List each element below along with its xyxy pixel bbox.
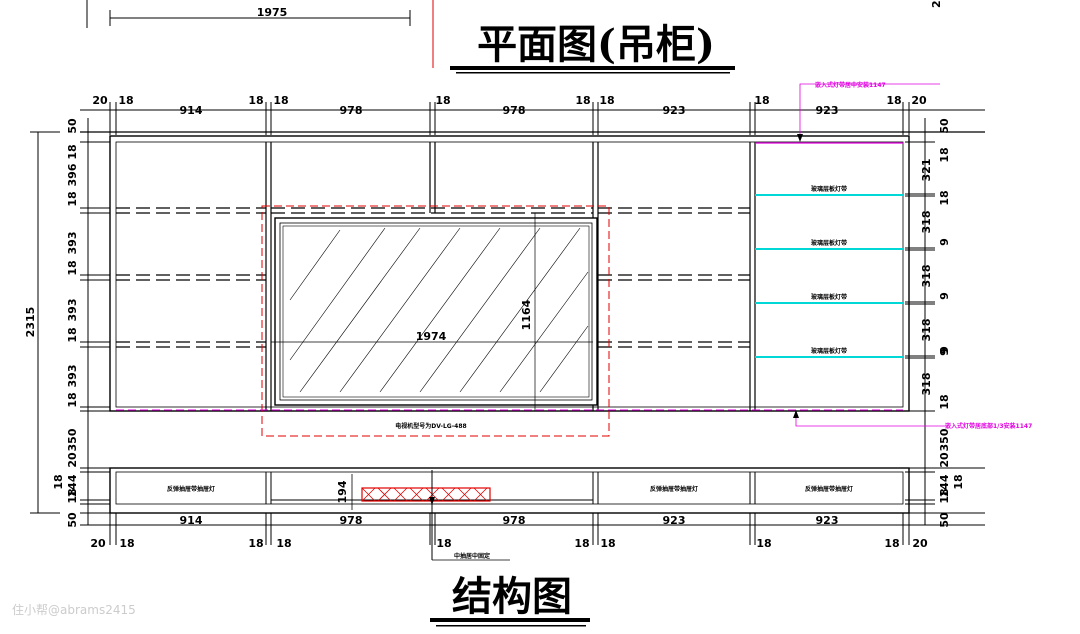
drawer-label-3: 反弹抽屉带抽屉灯 <box>805 485 853 493</box>
top-dim-5: 978 <box>340 104 363 117</box>
right-dim-5: 318 <box>920 211 933 234</box>
left-dim-2: 396 <box>66 163 79 186</box>
left-dim-7: 18 <box>66 327 79 342</box>
right-dim-18: 50 <box>938 512 951 528</box>
top-dim-0: 20 <box>92 94 108 107</box>
bottom-small-8: 18 <box>884 537 899 550</box>
top-dim-3: 18 <box>248 94 263 107</box>
right-dim-14: 20 <box>938 452 951 468</box>
left-dim-8: 393 <box>66 365 79 388</box>
bottom-small-5: 18 <box>574 537 589 550</box>
note-right-mid: 嵌入式灯带居底部1/3安装1147 <box>945 422 1032 430</box>
svg-text:20: 20 <box>930 0 943 8</box>
left-dim-1: 18 <box>66 144 79 159</box>
top-partial-dim: 1975 <box>257 6 288 19</box>
right-dim-13: 350 <box>938 428 951 451</box>
left-dim-4: 393 <box>66 232 79 255</box>
drawer-label-1: 反弹抽屉带抽屉灯 <box>167 485 215 493</box>
left-dim-12: 18 <box>52 474 65 489</box>
upper-cabinet <box>80 131 985 412</box>
bottom-height-dim: 194 <box>336 480 349 503</box>
bottom-dim-0: 914 <box>180 514 203 527</box>
right-dim-11: 318 <box>920 373 933 396</box>
right-dim-1: 18 <box>938 147 951 162</box>
right-dim-7: 318 <box>920 265 933 288</box>
shelf-label-1: 玻璃层板灯带 <box>811 185 847 193</box>
tv-label: 电视机型号为DV-LG-488 <box>395 422 466 430</box>
top-dim-6: 18 <box>435 94 450 107</box>
left-dim-6: 393 <box>66 299 79 322</box>
tv-screen <box>271 213 598 411</box>
left-dim-0: 50 <box>66 118 79 134</box>
left-dim-14: 18 <box>66 488 79 503</box>
note-top-right: 嵌入式灯带居中安装1147 <box>815 81 886 89</box>
top-dim-12: 923 <box>816 104 839 117</box>
top-dim-9: 18 <box>599 94 614 107</box>
right-dim-3: 18 <box>938 190 951 205</box>
right-dim-10: 9 <box>938 348 951 356</box>
left-dim-15: 50 <box>66 512 79 528</box>
right-dim-4: 9 <box>938 238 951 246</box>
top-dim-2: 914 <box>180 104 203 117</box>
top-dim-8: 18 <box>575 94 590 107</box>
top-dim-14: 20 <box>911 94 927 107</box>
right-dim-15: 18 <box>952 474 965 489</box>
tv-width-dim: 1974 <box>416 330 447 343</box>
right-dim-16: 144 <box>938 474 951 497</box>
top-dim-ticks <box>109 102 910 135</box>
watermark: 住小帮@abrams2415 <box>12 603 136 617</box>
tv-height-dim: 1164 <box>520 299 533 330</box>
right-dim-8: 9 <box>938 346 951 354</box>
right-dim-0: 50 <box>938 118 951 134</box>
left-dim-13: 144 <box>66 474 79 497</box>
drawer-label-2: 反弹抽屉带抽屉灯 <box>650 485 698 493</box>
left-dim-5: 18 <box>66 260 79 275</box>
tv-outline <box>261 205 610 437</box>
left-dim-10: 350 <box>66 428 79 451</box>
top-dim-10: 923 <box>663 104 686 117</box>
dashed-shelves <box>116 207 750 348</box>
plan-title: 平面图(吊柜) <box>477 21 715 68</box>
shelf-label-3: 玻璃层板灯带 <box>811 293 847 301</box>
bottom-small-9: 20 <box>912 537 928 550</box>
bottom-small-7: 18 <box>756 537 771 550</box>
bottom-small-2: 18 <box>248 537 263 550</box>
top-dim-1: 18 <box>118 94 133 107</box>
right-dim-6: 9 <box>938 292 951 300</box>
center-bottom-note: 中抽居中固定 <box>454 552 490 560</box>
right-dim-17: 18 <box>938 488 951 503</box>
left-dim-9: 18 <box>66 392 79 407</box>
bottom-dim-3: 923 <box>663 514 686 527</box>
top-dim-7: 978 <box>503 104 526 117</box>
shelf-label-2: 玻璃层板灯带 <box>811 239 847 247</box>
top-dim-4: 18 <box>273 94 288 107</box>
bottom-small-0: 20 <box>90 537 106 550</box>
bottom-dim-1: 978 <box>340 514 363 527</box>
left-total-dim: 2315 <box>24 307 37 338</box>
left-dim-3: 18 <box>66 191 79 206</box>
bottom-small-6: 18 <box>600 537 615 550</box>
structure-title: 结构图 <box>452 573 572 620</box>
bottom-dim-4: 923 <box>816 514 839 527</box>
bottom-small-4: 18 <box>436 537 451 550</box>
bottom-small-3: 18 <box>276 537 291 550</box>
shelf-label-4: 玻璃层板灯带 <box>811 347 847 355</box>
glass-shelves: 玻璃层板灯带 玻璃层板灯带 玻璃层板灯带 玻璃层板灯带 <box>755 185 903 358</box>
left-dim-11: 20 <box>66 452 79 468</box>
bottom-dim-2: 978 <box>503 514 526 527</box>
top-dim-13: 18 <box>886 94 901 107</box>
right-dim-12: 18 <box>938 394 951 409</box>
bottom-small-1: 18 <box>119 537 134 550</box>
right-dim-9: 318 <box>920 319 933 342</box>
red-hatch-block <box>361 487 491 502</box>
right-dim-2: 321 <box>920 159 933 182</box>
top-dim-11: 18 <box>754 94 769 107</box>
